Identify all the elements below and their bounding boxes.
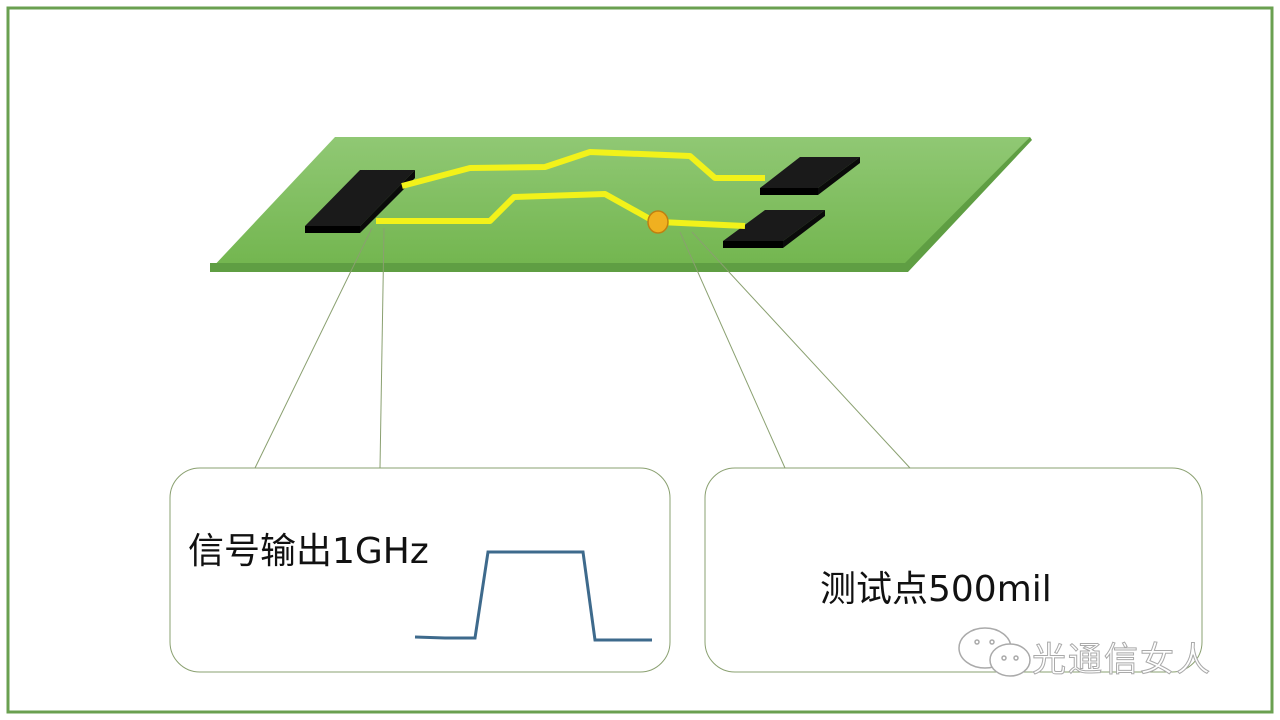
left-chip [305,170,415,233]
trace-top [401,149,765,189]
right-bottom-chip [723,210,825,248]
frame-border [6,6,1274,714]
signal-output-label: 信号输出1GHz [188,531,429,572]
pulse-waveform [414,550,652,642]
watermark: 光通信女人 [1032,640,1212,681]
test-point-callout-box [704,467,1203,673]
signal-callout-box [169,467,671,673]
test-point [647,210,669,234]
right-top-chip [760,157,860,195]
callout-lines [254,227,911,469]
wechat-icon [958,627,1031,677]
test-point-label: 测试点500mil [820,569,1052,610]
